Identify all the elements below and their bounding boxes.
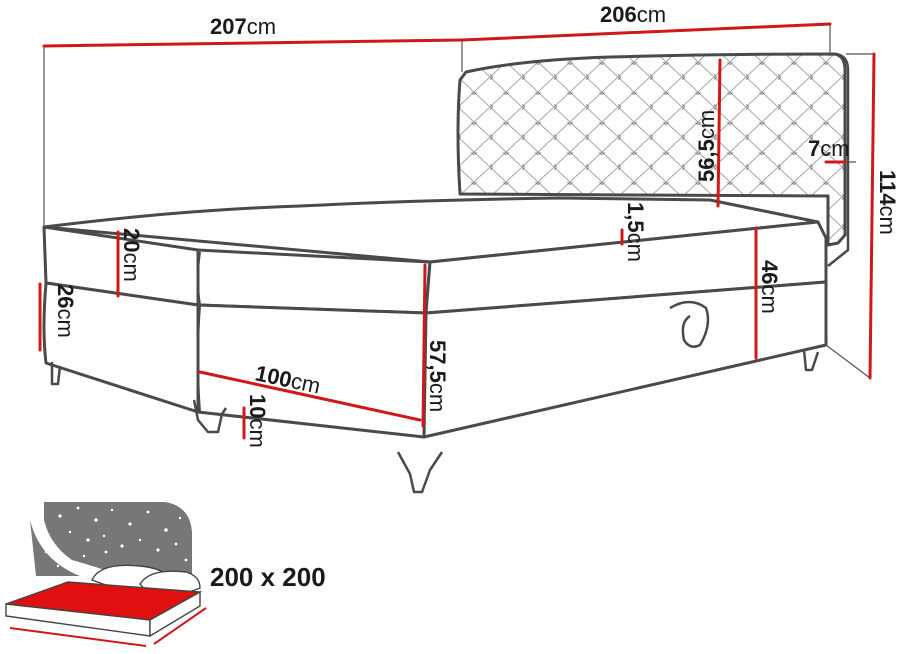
dimension-lines [38, 22, 876, 440]
mattress-side [149, 590, 201, 638]
headboard [456, 52, 847, 247]
topper-top [42, 196, 820, 264]
dim-line-207 [42, 38, 464, 48]
guide-lines [43, 24, 874, 379]
dim-line-57-5 [421, 263, 427, 428]
label-46: 46cm [757, 260, 782, 314]
storage-handle [669, 300, 710, 348]
dim-line-100 [198, 370, 422, 422]
label-20: 20cm [119, 228, 144, 282]
mattress-icon [5, 502, 207, 647]
label-7: 7cm [808, 136, 850, 161]
label-10: 10cm [245, 394, 270, 448]
base-front-left [42, 281, 200, 414]
night-sky-icon [44, 502, 192, 575]
topper-side [424, 220, 828, 315]
topper-front-2 [196, 248, 432, 315]
label-114: 114cm [875, 170, 900, 235]
leg-front-right [396, 451, 444, 494]
leg-back-right [802, 349, 820, 372]
dim-line-114 [868, 52, 876, 380]
dimension-labels: 207cm 206cm 114cm 56,5cm 7cm 20cm 1,5cm … [53, 2, 900, 448]
dim-line-206 [460, 22, 832, 42]
label-206: 206cm [600, 2, 666, 27]
label-26: 26cm [53, 284, 78, 338]
label-57-5: 57,5cm [425, 340, 450, 412]
mattress-size-label: 200 x 200 [210, 562, 326, 592]
leg-front-mid [192, 399, 228, 434]
dim-line-56-5 [716, 58, 722, 208]
label-1-5: 1,5cm [623, 202, 648, 262]
bed-outline [42, 52, 850, 494]
leg-front-left [50, 362, 62, 386]
headboard-side [827, 52, 850, 267]
moon-icon [31, 518, 98, 581]
label-100: 100cm [253, 360, 323, 398]
label-56-5: 56,5cm [694, 110, 719, 182]
label-207: 207cm [210, 14, 276, 39]
